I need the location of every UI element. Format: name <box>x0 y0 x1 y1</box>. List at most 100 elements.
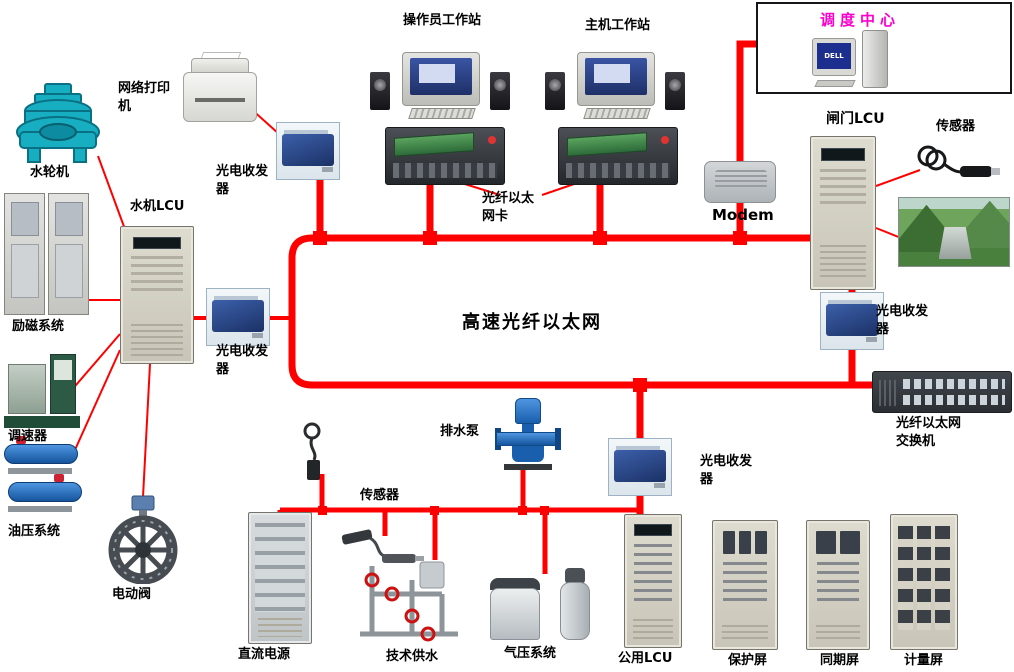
drain-pump-device <box>495 398 561 472</box>
meter-column <box>916 525 932 631</box>
compressor-tank <box>560 582 590 640</box>
sensor-mid-device <box>303 422 321 480</box>
label-fiber-ethernet-card: 光纤以太网卡 <box>482 191 535 225</box>
meter-column <box>935 525 951 631</box>
pump-body <box>512 446 544 462</box>
host-workstation-device <box>543 52 693 124</box>
cabinet-buttons <box>131 255 183 291</box>
frame <box>8 506 72 512</box>
switch-ports-row <box>903 379 1005 389</box>
water-turbine-device <box>16 83 100 163</box>
cabinet-display <box>132 236 182 249</box>
governor-device <box>4 346 80 428</box>
cabinet-panel <box>11 202 39 236</box>
pump-neck <box>522 424 534 432</box>
transceiver-top-device <box>276 122 340 180</box>
dam <box>938 226 972 260</box>
printer-output-slot <box>195 98 245 102</box>
pump-motor <box>515 398 541 424</box>
label-tech-water-supply: 技术供水 <box>386 649 439 664</box>
oil-pressure-device <box>2 436 86 520</box>
dispatch-pc-tower <box>862 30 888 88</box>
keyboard <box>408 108 476 119</box>
dispatch-pc-monitor: DELL <box>812 38 856 76</box>
oil-tank <box>8 482 82 502</box>
label-transceiver-bottom: 光电收发器 <box>700 454 753 488</box>
pump-flange <box>555 428 561 450</box>
modem-grille <box>715 170 767 188</box>
governor-base <box>4 416 80 428</box>
label-sync-panel: 同期屏 <box>820 653 860 668</box>
relay-windows <box>722 531 768 555</box>
transceiver-port <box>653 482 665 489</box>
compressor-tank <box>490 588 540 640</box>
compressor-motor <box>565 568 585 584</box>
label-dc-power: 直流电源 <box>238 647 291 662</box>
valve-icon <box>54 474 64 482</box>
governor-panel <box>54 360 72 380</box>
meter-column <box>897 525 913 631</box>
power-modules <box>255 523 305 612</box>
rack-slots <box>566 162 670 179</box>
label-excitation-system: 励磁系统 <box>12 319 65 334</box>
label-drain-pump: 排水泵 <box>440 424 480 439</box>
label-turbine-lcu: 水机LCU <box>130 199 185 214</box>
transceiver-body <box>825 304 879 336</box>
transceiver-strip <box>284 129 328 135</box>
dam-scenery-photo <box>898 197 1010 267</box>
cabinet-panel <box>55 202 83 236</box>
led-indicator <box>487 136 496 145</box>
turbine-lcu-cabinet <box>120 226 194 364</box>
label-transceiver-right: 光电收发器 <box>876 304 929 338</box>
speaker-icon <box>665 72 685 110</box>
cabinet-panel <box>55 244 83 298</box>
transceiver-body <box>281 134 335 166</box>
meter-windows <box>816 531 860 555</box>
label-water-turbine: 水轮机 <box>30 165 70 180</box>
metering-panel-cabinet <box>890 514 958 650</box>
label-main-bus: 高速光纤以太网 <box>462 312 602 333</box>
electric-valve-device <box>108 495 178 584</box>
green-circuit-board <box>567 131 648 157</box>
indicator-lights <box>633 544 673 603</box>
keyboard <box>583 108 651 119</box>
excitation-cabinet <box>48 193 89 315</box>
cabinet-display <box>633 524 673 537</box>
label-host-workstation: 主机工作站 <box>585 18 651 33</box>
cabinet-vent <box>815 624 861 643</box>
label-protection-panel: 保护屏 <box>728 653 768 668</box>
crt-monitor <box>577 52 655 106</box>
label-electric-valve: 电动阀 <box>112 587 152 602</box>
fiber-card-rack-2 <box>558 127 678 185</box>
transceiver-body <box>211 300 265 332</box>
cabinet-display <box>821 147 865 162</box>
air-compressor-device <box>490 568 604 644</box>
speaker-icon <box>545 72 565 110</box>
monitor-screen <box>585 58 647 95</box>
dispatch-center-box: 调度中心 DELL <box>756 2 1012 94</box>
modem-device <box>704 161 776 203</box>
cabinet-vent <box>819 244 867 282</box>
rack-slots <box>393 162 497 179</box>
label-air-pressure-system: 气压系统 <box>504 646 557 661</box>
switch-ports-row <box>903 395 1005 405</box>
valve-icon <box>16 436 26 444</box>
tech-water-pipes-device <box>360 561 458 642</box>
label-gate-lcu: 闸门LCU <box>826 111 885 127</box>
excitation-cabinet <box>4 193 45 315</box>
label-governor: 调速器 <box>8 429 48 444</box>
transceiver-strip <box>214 295 258 301</box>
cabinet-vent <box>131 323 183 357</box>
label-sensor-bottom: 传感器 <box>360 488 400 503</box>
dispatch-center-title: 调度中心 <box>820 11 901 29</box>
dell-logo: DELL <box>824 52 844 60</box>
frame <box>8 468 72 474</box>
cabinet-buttons <box>819 168 867 209</box>
transceiver-bottom-device <box>608 438 672 496</box>
oil-tank <box>4 444 78 464</box>
cabinet-vent <box>632 619 674 641</box>
operator-workstation-device <box>368 52 518 124</box>
label-common-lcu: 公用LCU <box>618 651 673 666</box>
compressor-head <box>490 578 540 590</box>
